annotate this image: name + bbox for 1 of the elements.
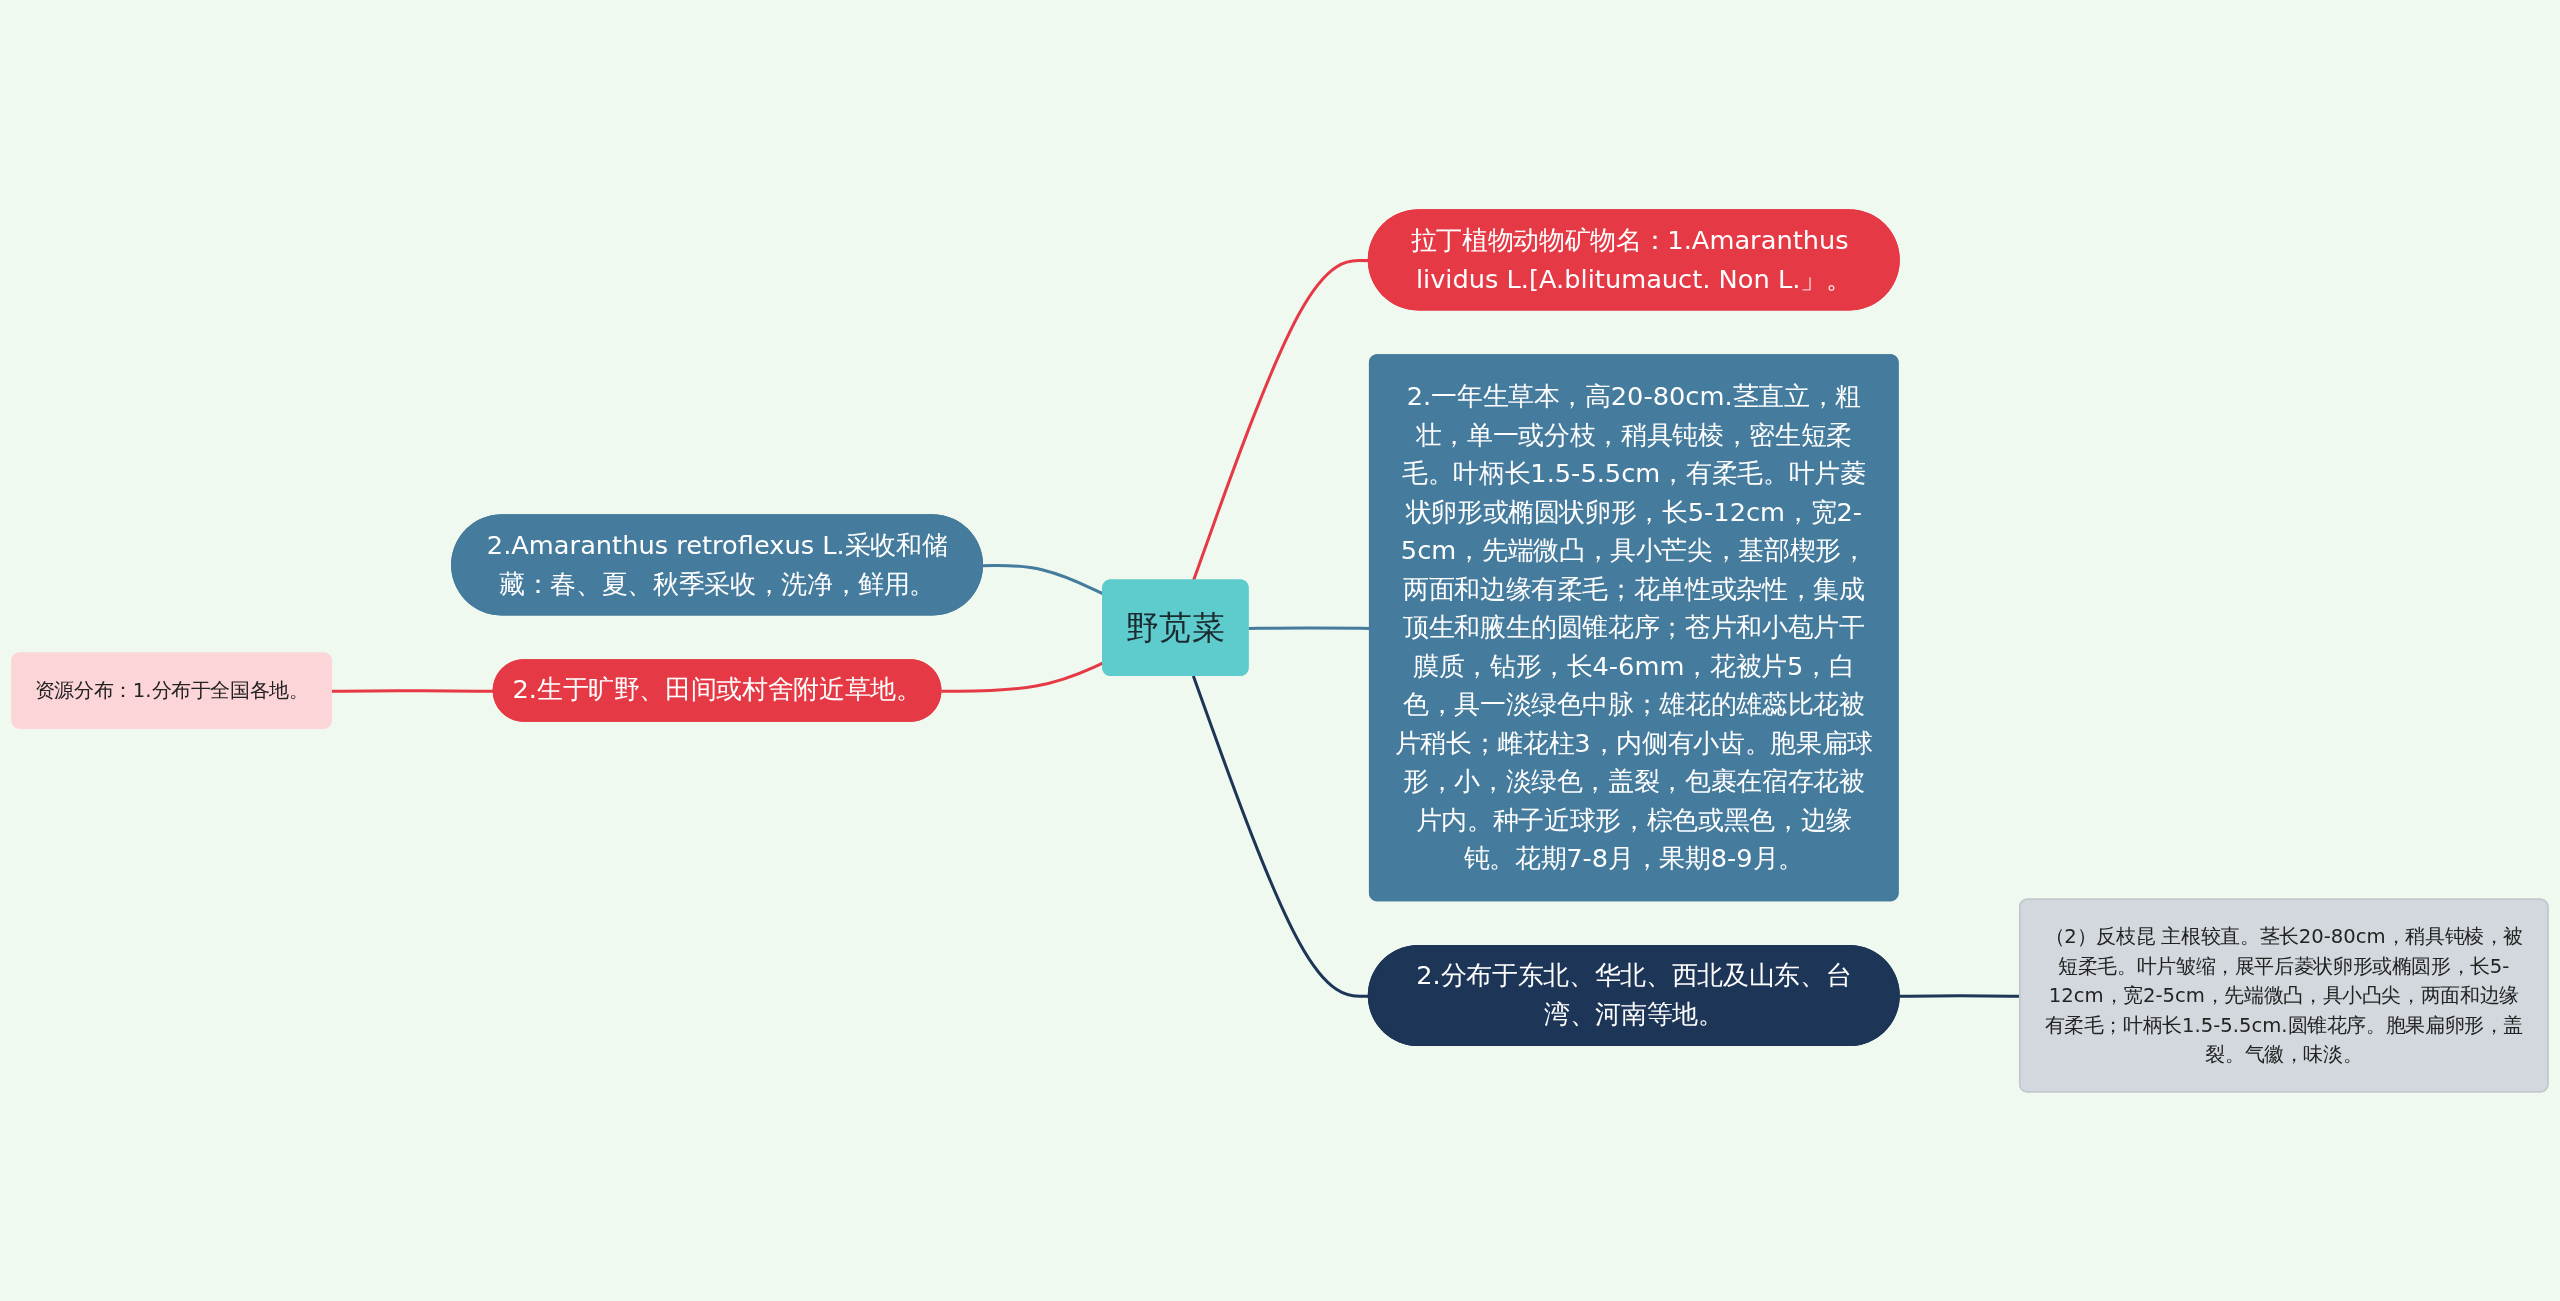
connector bbox=[1191, 675, 1370, 998]
